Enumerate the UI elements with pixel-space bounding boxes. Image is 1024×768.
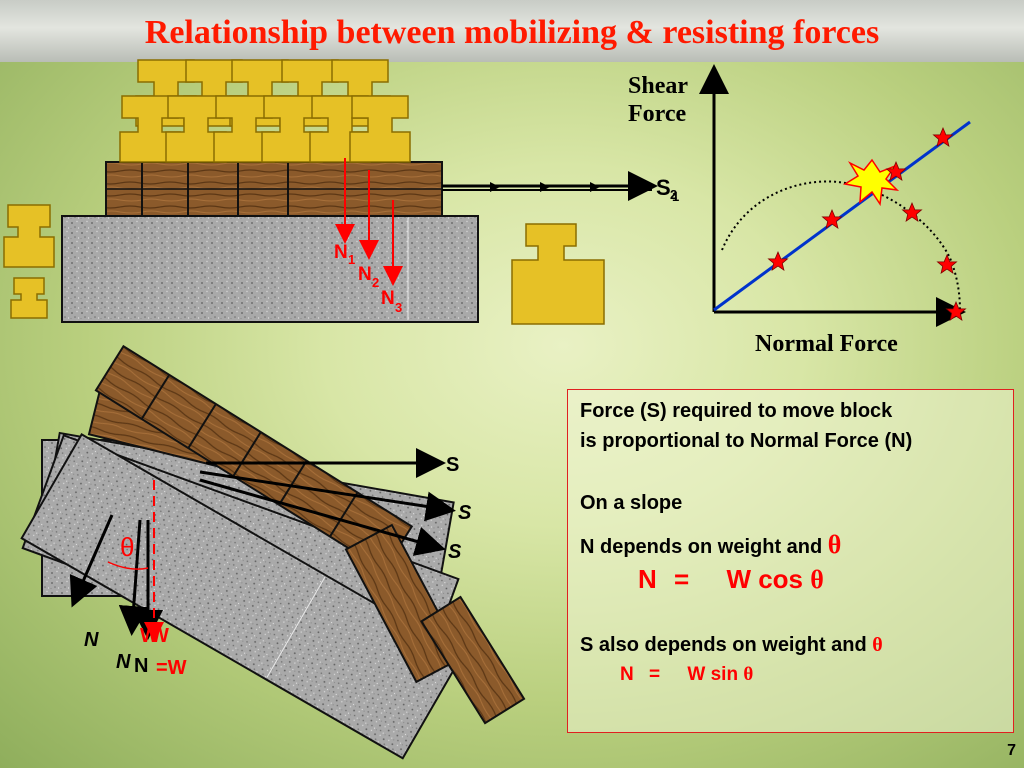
theta-symbol: θ bbox=[872, 634, 883, 656]
eq-w-label: =W bbox=[156, 657, 187, 679]
star-points bbox=[767, 127, 966, 321]
s-sub-2: 2 bbox=[670, 187, 677, 202]
explanation-line4-text: N depends on weight and bbox=[580, 536, 823, 558]
eq2-op: = bbox=[649, 664, 661, 685]
n-label-b: N bbox=[116, 651, 131, 673]
n2-sub: 2 bbox=[372, 275, 379, 290]
star-icon bbox=[822, 209, 842, 229]
wood-block bbox=[105, 161, 443, 217]
theta-symbol: θ bbox=[827, 530, 842, 559]
shear-normal-graph bbox=[699, 64, 971, 327]
shear-arrow-top bbox=[442, 171, 658, 201]
explanation-line1: Force (S) required to move block bbox=[580, 400, 893, 422]
theta-label: θ bbox=[120, 532, 134, 562]
n3-label: N bbox=[381, 288, 395, 309]
burst-icon bbox=[842, 158, 900, 207]
equation-cos: N = W cos θ bbox=[638, 564, 824, 595]
n1-sub: 1 bbox=[348, 252, 355, 267]
star-icon bbox=[902, 202, 922, 222]
s-label-slope-1: S bbox=[446, 454, 459, 476]
w-label-b: W bbox=[150, 625, 169, 647]
star-icon bbox=[946, 301, 966, 321]
s-label-slope-2: S bbox=[458, 502, 472, 524]
y-axis-label-line1: Shear bbox=[628, 73, 688, 99]
rock-base bbox=[61, 215, 479, 323]
title-band bbox=[0, 0, 1024, 62]
n1-label: N bbox=[334, 242, 348, 263]
explanation-line5: S also depends on weight and θ bbox=[580, 634, 883, 657]
eq1-rhs: W cos bbox=[726, 564, 804, 594]
slide-title: Relationship between mobilizing & resist… bbox=[144, 14, 880, 51]
w-label-a: W bbox=[140, 625, 159, 647]
mohr-arc bbox=[721, 180, 961, 313]
y-axis-label: Shear Force bbox=[628, 72, 688, 128]
n3-sub: 3 bbox=[395, 300, 402, 315]
slope-diagram bbox=[20, 344, 526, 760]
eq2-theta: θ bbox=[743, 664, 754, 685]
eq2-rhs: W sin bbox=[687, 664, 739, 685]
star-icon bbox=[937, 254, 957, 274]
failure-line bbox=[713, 120, 971, 312]
x-axis-label: Normal Force bbox=[755, 331, 898, 357]
n-label-c: N bbox=[134, 655, 148, 677]
eq1-lhs: N bbox=[638, 564, 657, 594]
rail-weights bbox=[119, 59, 411, 163]
explanation-line4: N depends on weight and θ bbox=[580, 530, 841, 560]
s-label-top: S bbox=[656, 175, 671, 200]
explanation-line3: On a slope bbox=[580, 492, 683, 514]
eq1-theta: θ bbox=[810, 565, 824, 594]
explanation-line2: is proportional to Normal Force (N) bbox=[580, 430, 913, 452]
explanation-box: Force (S) required to move block is prop… bbox=[567, 389, 1014, 733]
spare-rail-large bbox=[511, 223, 605, 325]
page-number: 7 bbox=[1007, 742, 1016, 759]
explanation-line5-text: S also depends on weight and bbox=[580, 634, 867, 656]
y-axis-label-line2: Force bbox=[628, 101, 687, 127]
eq1-op: = bbox=[674, 564, 690, 594]
star-icon bbox=[767, 250, 789, 272]
spare-rail-small bbox=[3, 204, 55, 319]
n-label-a: N bbox=[84, 629, 99, 651]
n2-label: N bbox=[358, 264, 372, 285]
s-label-slope-3: S bbox=[448, 541, 462, 563]
eq2-lhs: N bbox=[620, 664, 634, 685]
equation-sin: N = W sin θ bbox=[620, 664, 753, 686]
s-sub-1: 1 bbox=[672, 189, 679, 204]
